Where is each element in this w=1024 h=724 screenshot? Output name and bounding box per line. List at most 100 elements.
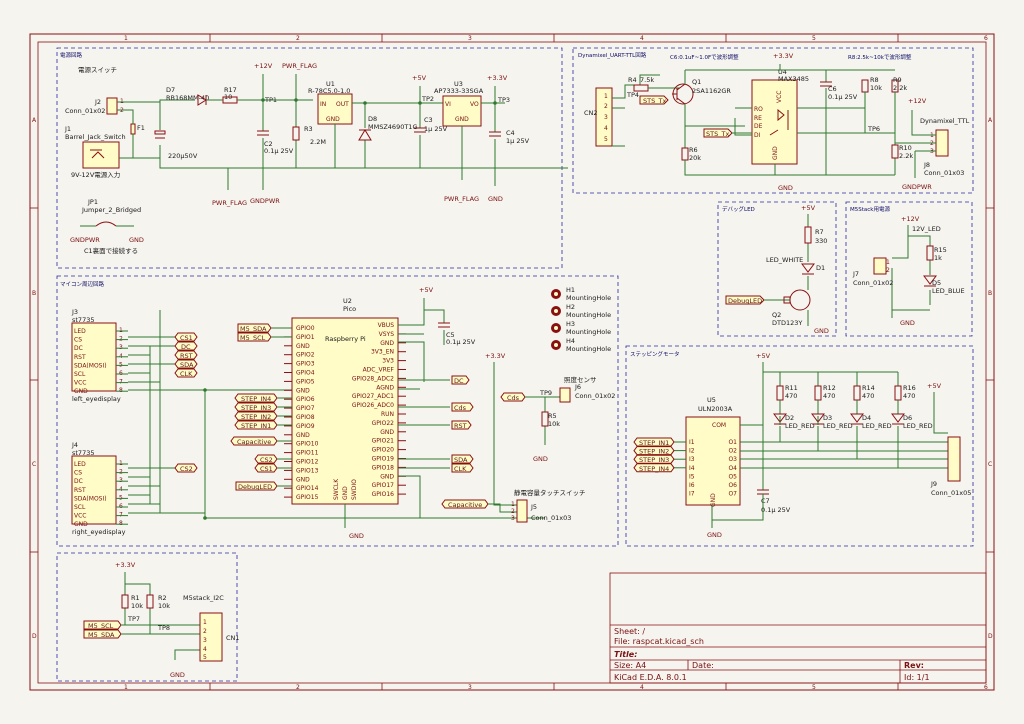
cn2-connector <box>595 87 613 147</box>
pwr-flag-bottom-2: PWR_FLAG <box>444 195 479 203</box>
pico-step-in3: STEP_IN3 <box>241 404 271 412</box>
jp1-note: C1裏面で接続する <box>84 246 138 255</box>
r7-ref: R7 <box>815 228 824 236</box>
r3-ref: R3 <box>304 125 313 133</box>
m5i2c-section: +3.3V R1 10k R2 10k TP7 TP8 M5_SCL M5_SD… <box>83 561 240 679</box>
u5-input-pin: I3 <box>689 456 695 463</box>
pico-left-pin: GPIO11 <box>296 450 319 457</box>
u4-ro: RO <box>754 106 763 113</box>
pico-right-pin: VSYS <box>379 331 395 338</box>
tp8-ref: TP8 <box>157 624 170 632</box>
jp1-gnd: GND <box>129 236 144 244</box>
touch-switch-label: 静電容量タッチスイッチ <box>514 488 586 497</box>
cn1-ref: CN1 <box>226 634 240 642</box>
j2-ref: J2 <box>94 98 101 106</box>
step-resistor-ref: R14 <box>862 384 875 392</box>
j3-st7735 <box>71 322 117 392</box>
sts-tx-label-1 <box>639 95 669 105</box>
step-gnd: GND <box>707 531 722 539</box>
u2-pico <box>291 317 399 505</box>
r6-ref: R6 <box>689 146 698 154</box>
q2-value: DTD123Y <box>772 319 802 327</box>
r8-note: R8:2.5k~10kで波形調整 <box>848 53 912 61</box>
pico-cds: Cds <box>454 404 467 412</box>
step-led-ref: D4 <box>862 414 871 422</box>
light-sensor-label: 照度センサ <box>564 375 597 384</box>
svg-text:2: 2 <box>886 267 890 274</box>
net-sda: SDA <box>180 361 194 369</box>
pico-left-pin: GPIO3 <box>296 361 315 368</box>
pico-left-pin: GPIO9 <box>296 423 315 430</box>
pico-right-pin: GPIO22 <box>372 420 395 427</box>
u5-input-pin: I4 <box>689 465 695 472</box>
c3-value: 1µ 25V <box>424 125 448 133</box>
u4-di: DI <box>754 132 761 139</box>
col-label: 6 <box>984 35 988 42</box>
cn2-ref: CN2 <box>584 109 598 117</box>
h4-value: MountingHole <box>566 345 611 353</box>
r8-value: 10k <box>870 84 882 92</box>
r9-ref: R9 <box>893 76 902 84</box>
display-pin-label: RST <box>74 487 86 494</box>
d5-value: LED_BLUE <box>932 287 965 295</box>
r17-ref: R17 <box>224 86 237 94</box>
dxl-gnd: GND <box>778 184 793 192</box>
pico-right-pin: GND <box>380 429 394 436</box>
pico-step-in1: STEP_IN1 <box>241 422 271 430</box>
d1-led <box>801 263 815 275</box>
q2-ref: Q2 <box>772 311 781 319</box>
c6-ref: C6 <box>828 85 837 93</box>
svg-text:3: 3 <box>604 114 608 121</box>
u4-gnd: GND <box>772 146 779 160</box>
step-resistor-ref: R16 <box>903 384 916 392</box>
dxl-ttl-label: Dynamixel_TTL <box>920 117 970 125</box>
d1-ref: D1 <box>816 264 825 272</box>
net-cs2: CS2 <box>180 465 193 473</box>
r5-ref: R5 <box>548 412 557 420</box>
r2-ref: R2 <box>158 594 167 602</box>
u4-vcc: VCC <box>776 91 783 103</box>
c3-ref: C3 <box>424 116 433 124</box>
r15-value: 1k <box>934 254 942 262</box>
j4-st7735 <box>71 455 117 525</box>
u5-gnd: GND <box>710 493 717 507</box>
j2-value: Conn_01x02 <box>65 107 105 115</box>
pico-right-pin: GPIO26_ADC0 <box>352 402 394 409</box>
u2-value: Pico <box>343 305 356 313</box>
display-pin-label: VCC <box>74 513 86 520</box>
j6-ref: J6 <box>574 383 581 391</box>
c5-value: 0.1µ 25V <box>446 338 476 346</box>
tp3-ref: TP3 <box>497 96 510 104</box>
u1-in-pin: IN <box>320 101 326 108</box>
pico-dc-out: DC <box>454 377 464 385</box>
net-dc: DC <box>181 343 191 351</box>
pico-right-pin: 3V3_EN <box>371 349 394 356</box>
j9-ref: J9 <box>930 480 937 488</box>
f1-fuse <box>130 123 136 135</box>
pico-left-pin: GPIO1 <box>296 334 315 341</box>
step-led-value: LED_RED <box>903 422 933 430</box>
debugled-net: DebugLED <box>728 297 762 305</box>
i2c-p33v: +3.3V <box>115 561 136 569</box>
j1-value: Barrel_Jack_Switch <box>65 133 126 141</box>
c5-ref: C5 <box>446 331 455 339</box>
right-eye-label: right_eyedisplay <box>72 528 126 536</box>
svg-text:1: 1 <box>886 259 890 266</box>
pico-p5v: +5V <box>419 286 434 294</box>
u5-input-pin: I7 <box>689 491 695 498</box>
step-led-value: LED_RED <box>785 422 815 430</box>
pico-gnd: GND <box>349 532 364 540</box>
pico-cs2: CS2 <box>260 456 273 464</box>
pico-right-pin: GND <box>380 473 394 480</box>
c4-ref: C4 <box>506 129 515 137</box>
u4-re: RE <box>754 115 762 122</box>
m5-i2c-title: M5stack_I2C <box>183 594 224 602</box>
j5-ref: J5 <box>530 503 537 511</box>
pico-left-pin: GPIO14 <box>296 485 319 492</box>
col-label: 5 <box>812 684 816 691</box>
h3-ref: H3 <box>566 320 575 328</box>
u4-value: MAX3485 <box>778 75 809 83</box>
light-cds: Cds <box>507 394 520 402</box>
step-resistor <box>853 385 861 401</box>
j9-value: Conn_01x05 <box>931 489 971 497</box>
